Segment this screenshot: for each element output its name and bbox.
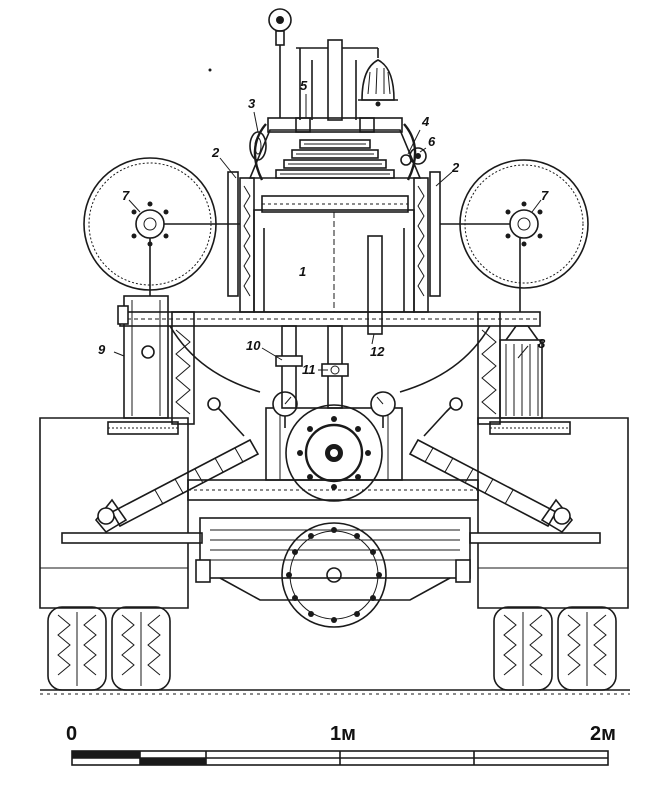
- step-right-lower: [469, 532, 601, 544]
- part-label-5: 5: [300, 78, 308, 93]
- upper-mast: [296, 39, 379, 121]
- part-label-12: 12: [370, 344, 385, 359]
- tank-8: [499, 325, 543, 419]
- part-label-9: 9: [98, 342, 106, 357]
- part-label-8: 8: [538, 336, 546, 351]
- pulley-4: [400, 154, 412, 166]
- part-label-3: 3: [248, 96, 256, 111]
- part-label-6: 6: [428, 134, 436, 149]
- part-label-7-right: 7: [541, 188, 549, 203]
- searchlight: [268, 8, 292, 118]
- centrifugal-pump: [265, 404, 403, 502]
- pipe-12: [367, 235, 383, 335]
- leader-lines: [113, 94, 542, 371]
- step-right-upper: [489, 421, 571, 435]
- discharge-nozzle-right: [408, 397, 574, 534]
- scale-bar: [71, 750, 609, 766]
- wheel-left-outer: [47, 606, 107, 691]
- step-left-lower: [61, 532, 203, 544]
- part-label-2-left: 2: [211, 145, 220, 160]
- part-label-10: 10: [246, 338, 261, 353]
- suction-pipe-10: [275, 325, 303, 409]
- part-label-1: 1: [299, 264, 306, 279]
- step-left-upper: [107, 421, 179, 435]
- pressure-gauge-right: [370, 391, 396, 428]
- hose-reel-left: [83, 157, 240, 296]
- ladder-tower-frame: [227, 171, 441, 313]
- part-label-2-right: 2: [451, 160, 460, 175]
- part-label-7-left: 7: [122, 188, 130, 203]
- winch-5: [295, 117, 375, 133]
- part-label-11: 11: [302, 362, 316, 377]
- hose-reel-right: [440, 159, 589, 312]
- pressure-gauge-left: [272, 391, 298, 428]
- scale-label-mid: 1м: [330, 723, 356, 745]
- differential-flange: [281, 522, 387, 628]
- scale-label-end: 2м: [590, 723, 616, 745]
- wheel-right-outer: [557, 606, 617, 691]
- fender-right: [477, 417, 629, 609]
- ladder-turntable: [248, 117, 422, 181]
- wheel-right-inner: [493, 606, 553, 691]
- suction-pipe-11: [321, 325, 349, 409]
- part-label-4: 4: [421, 114, 430, 129]
- discharge-nozzle-left: [94, 397, 260, 534]
- fitting-6: [409, 147, 427, 165]
- scale-label-start: 0: [66, 723, 77, 745]
- wheel-left-inner: [111, 606, 171, 691]
- drawing-speck: [208, 68, 212, 72]
- tank-9: [117, 295, 169, 419]
- alarm-bell: [358, 59, 398, 107]
